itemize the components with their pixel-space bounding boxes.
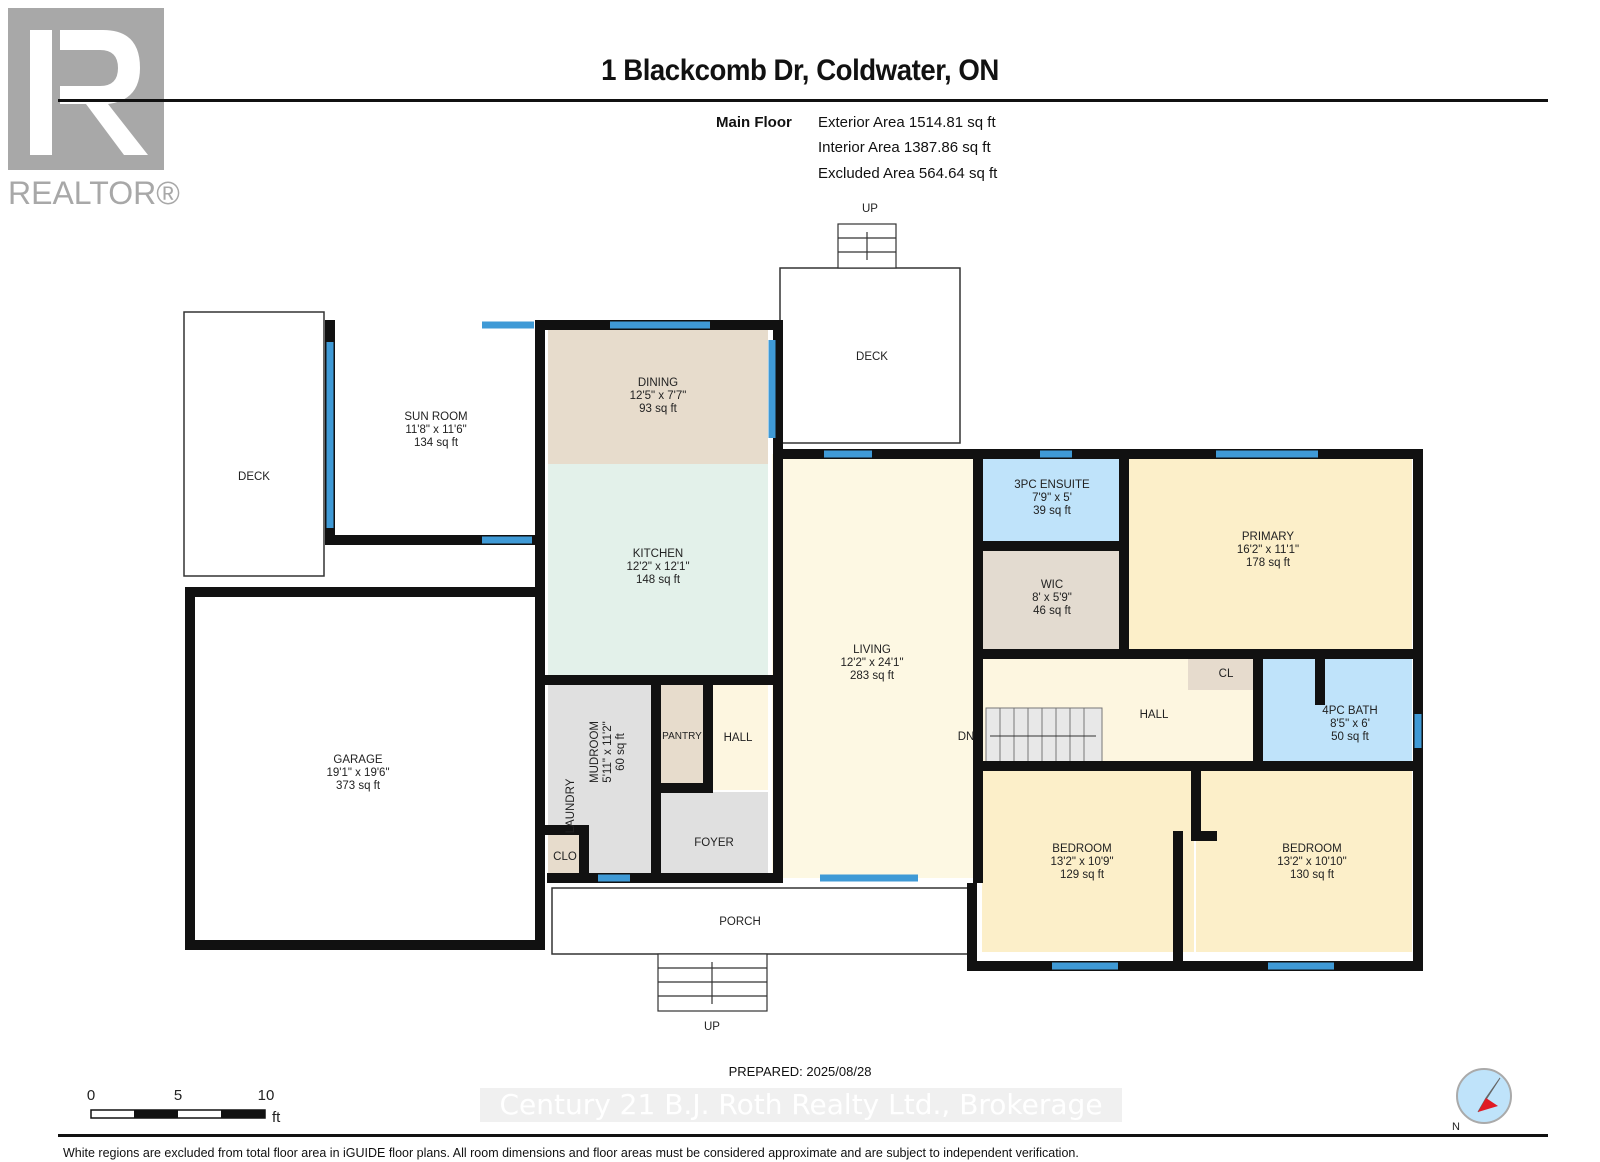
living-dims: 12'2" x 24'1": [840, 657, 903, 669]
stairs-down: [985, 707, 1103, 765]
primary-name: PRIMARY: [1242, 531, 1295, 543]
laundry-label: LAUNDRY: [565, 778, 577, 833]
room-bedroom-1: [982, 770, 1194, 952]
bath-dims: 8'5" x 6': [1330, 718, 1370, 730]
excluded-area: Excluded Area 564.64 sq ft: [818, 165, 998, 182]
kitchen-dims: 12'2" x 12'1": [626, 561, 689, 573]
sunroom-name: SUN ROOM: [404, 411, 467, 423]
up-top-label: UP: [862, 203, 878, 215]
room-foyer: [660, 792, 768, 878]
room-bath: [1262, 656, 1412, 764]
prepared-date: PREPARED: 2025/08/28: [728, 1064, 872, 1079]
sunroom-area: 134 sq ft: [414, 437, 459, 449]
scale-bar: 0 5 10 ft: [87, 1087, 281, 1126]
scale-tick-10: 10: [258, 1087, 275, 1104]
dining-dims: 12'5" x 7'7": [630, 390, 687, 402]
down-label: DN: [958, 731, 975, 743]
kitchen-area: 148 sq ft: [636, 574, 681, 586]
room-primary: [1126, 454, 1412, 651]
dining-area: 93 sq ft: [639, 403, 678, 415]
garage-area: 373 sq ft: [336, 780, 381, 792]
ensuite-dims: 7'9" x 5': [1032, 492, 1072, 504]
deck-top-label: DECK: [856, 351, 888, 363]
scale-tick-0: 0: [87, 1087, 95, 1104]
bedroom2-name: BEDROOM: [1282, 843, 1341, 855]
room-clo: [548, 834, 582, 878]
exterior-area: Exterior Area 1514.81 sq ft: [818, 114, 996, 131]
svg-text:N: N: [1452, 1121, 1460, 1133]
foyer-label: FOYER: [694, 837, 734, 849]
garage-name: GARAGE: [333, 754, 383, 766]
disclaimer: White regions are excluded from total fl…: [63, 1146, 1079, 1160]
wic-dims: 8' x 5'9": [1032, 592, 1072, 604]
footer-divider: [58, 1134, 1548, 1137]
room-hall-small: [710, 682, 768, 790]
room-ensuite: [982, 454, 1122, 544]
pantry-label: PANTRY: [662, 731, 702, 742]
ensuite-name: 3PC ENSUITE: [1014, 479, 1090, 491]
realtor-logo: REALTOR®: [8, 8, 183, 218]
north-compass-icon: N: [1452, 1068, 1512, 1133]
cl-label: CL: [1219, 668, 1234, 680]
bedroom1-area: 129 sq ft: [1060, 869, 1105, 881]
porch: [551, 887, 971, 955]
room-pantry: [660, 682, 706, 788]
up-bottom-label: UP: [704, 1021, 720, 1033]
room-cl: [1188, 656, 1256, 690]
scale-unit: ft: [272, 1109, 281, 1126]
dining-name: DINING: [638, 377, 678, 389]
bath-area: 50 sq ft: [1331, 731, 1370, 743]
bedroom2-area: 130 sq ft: [1290, 869, 1335, 881]
primary-area: 178 sq ft: [1246, 557, 1291, 569]
hall-small-label: HALL: [724, 732, 753, 744]
watermark: Century 21 B.J. Roth Realty Ltd., Broker…: [480, 1088, 1122, 1122]
living-name: LIVING: [853, 644, 891, 656]
bedroom1-dims: 13'2" x 10'9": [1050, 856, 1113, 868]
room-sunroom: [330, 325, 540, 539]
room-dining: [548, 330, 768, 464]
clo-label: CLO: [553, 851, 577, 863]
bedroom2-dims: 13'2" x 10'10": [1277, 856, 1346, 868]
floor-label: Main Floor: [716, 114, 792, 131]
bedroom1-name: BEDROOM: [1052, 843, 1111, 855]
deck-top: [779, 267, 961, 444]
ensuite-area: 39 sq ft: [1033, 505, 1072, 517]
scale-tick-5: 5: [174, 1087, 182, 1104]
wic-name: WIC: [1041, 579, 1063, 591]
room-garage: [198, 596, 538, 946]
bath-name: 4PC BATH: [1322, 705, 1377, 717]
kitchen-name: KITCHEN: [633, 548, 683, 560]
page-title: 1 Blackcomb Dr, Coldwater, ON: [601, 54, 999, 87]
stairs-bottom: [657, 953, 768, 1012]
room-wic: [982, 549, 1122, 651]
hall-label: HALL: [1140, 709, 1169, 721]
room-bedroom-2: [1196, 770, 1412, 952]
mudroom-name: MUDROOM: [589, 721, 601, 783]
living-area: 283 sq ft: [850, 670, 895, 682]
interior-area: Interior Area 1387.86 sq ft: [818, 139, 991, 156]
header-divider: [58, 99, 1548, 102]
stairs-top: [837, 223, 897, 269]
deck-left-label: DECK: [238, 471, 270, 483]
svg-text:REALTOR®: REALTOR®: [8, 175, 180, 211]
garage-dims: 19'1" x 19'6": [326, 767, 389, 779]
mudroom-dims: 5'11" x 11'2": [602, 721, 614, 782]
room-living: [772, 454, 974, 878]
mudroom-area: 60 sq ft: [615, 732, 627, 771]
wic-area: 46 sq ft: [1033, 605, 1072, 617]
porch-label: PORCH: [719, 916, 761, 928]
room-kitchen: [548, 464, 768, 680]
deck-left: [183, 311, 325, 577]
primary-dims: 16'2" x 11'1": [1237, 544, 1299, 556]
windows: [326, 321, 1422, 970]
sunroom-dims: 11'8" x 11'6": [405, 424, 466, 436]
